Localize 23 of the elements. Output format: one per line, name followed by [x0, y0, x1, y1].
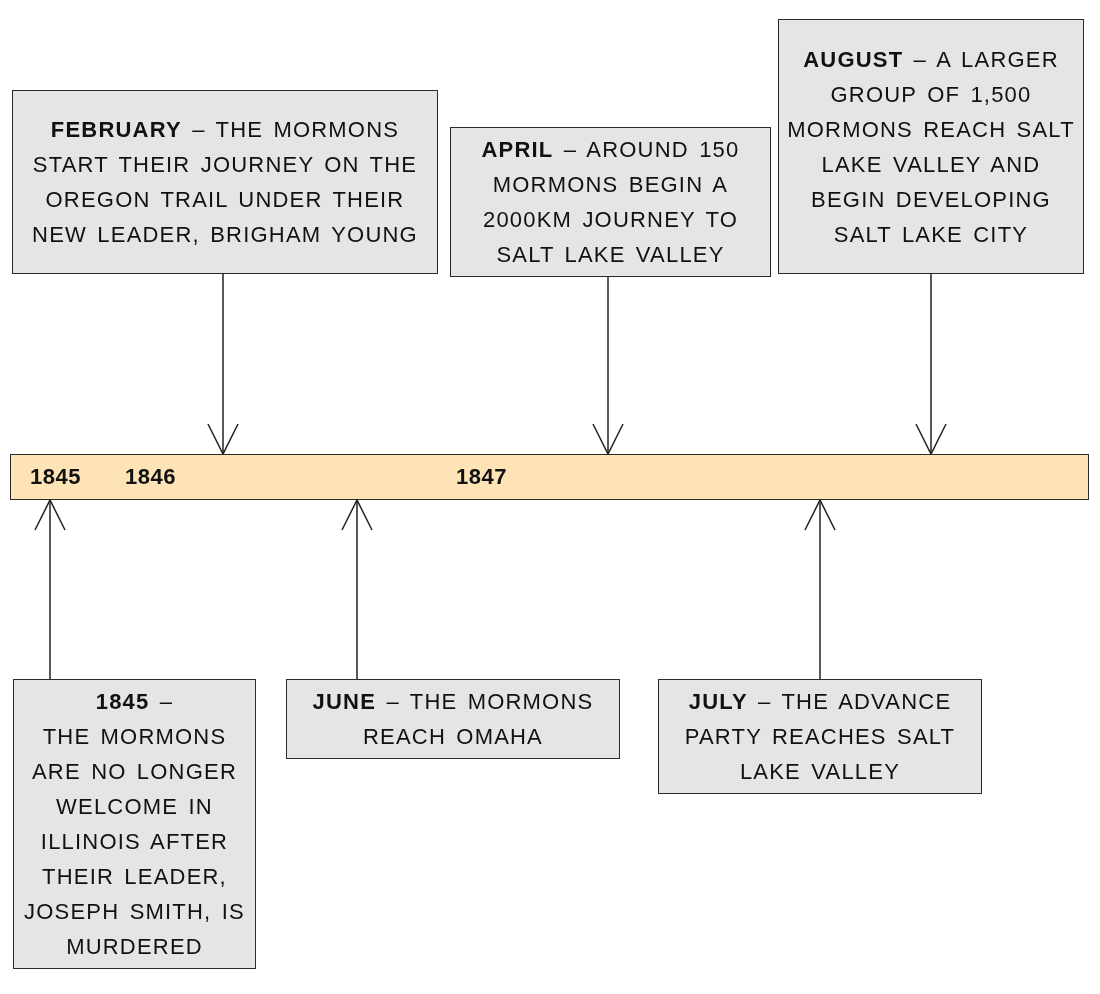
arrow [915, 273, 947, 455]
arrow [207, 273, 239, 455]
event-box [658, 679, 982, 794]
event-text: APRIL – AROUND 150 MORMONS BEGIN A 2000KM JOURNEY TO SALT LAKE VALLEY [480, 136, 741, 269]
year-label: 1846 [125, 464, 176, 490]
arrow [592, 276, 624, 455]
year-label: 1845 [30, 464, 81, 490]
event-box [12, 90, 438, 274]
event-text: 1845 – [95, 688, 174, 716]
event-text: THE MORMONS ARE NO LONGER WELCOME IN ILLINOIS AFTER THEIR LEADER, JOSEPH SMITH, IS MURDERED [23, 723, 246, 961]
timeline-bar [10, 454, 1089, 500]
event-box [450, 127, 771, 277]
event-text: JUNE – THE MORMONS REACH OMAHA [311, 688, 595, 751]
year-label: 1847 [456, 464, 507, 490]
arrow [34, 499, 66, 680]
event-text: AUGUST – A LARGER GROUP OF 1,500 MORMONS REACH SALT LAKE VALLEY AND BEGIN DEVELOPING SALT LAKE CITY [787, 45, 1075, 249]
arrow [341, 499, 373, 680]
event-box [778, 19, 1084, 274]
arrow [804, 499, 836, 680]
event-text: FEBRUARY – THE MORMONS START THEIR JOURNEY ON THE OREGON TRAIL UNDER THEIR NEW LEADER, BRIGHAM YOUNG [31, 116, 419, 249]
event-text: JULY – THE ADVANCE PARTY REACHES SALT LAKE VALLEY [683, 688, 957, 786]
event-box [13, 679, 256, 969]
event-box [286, 679, 620, 759]
